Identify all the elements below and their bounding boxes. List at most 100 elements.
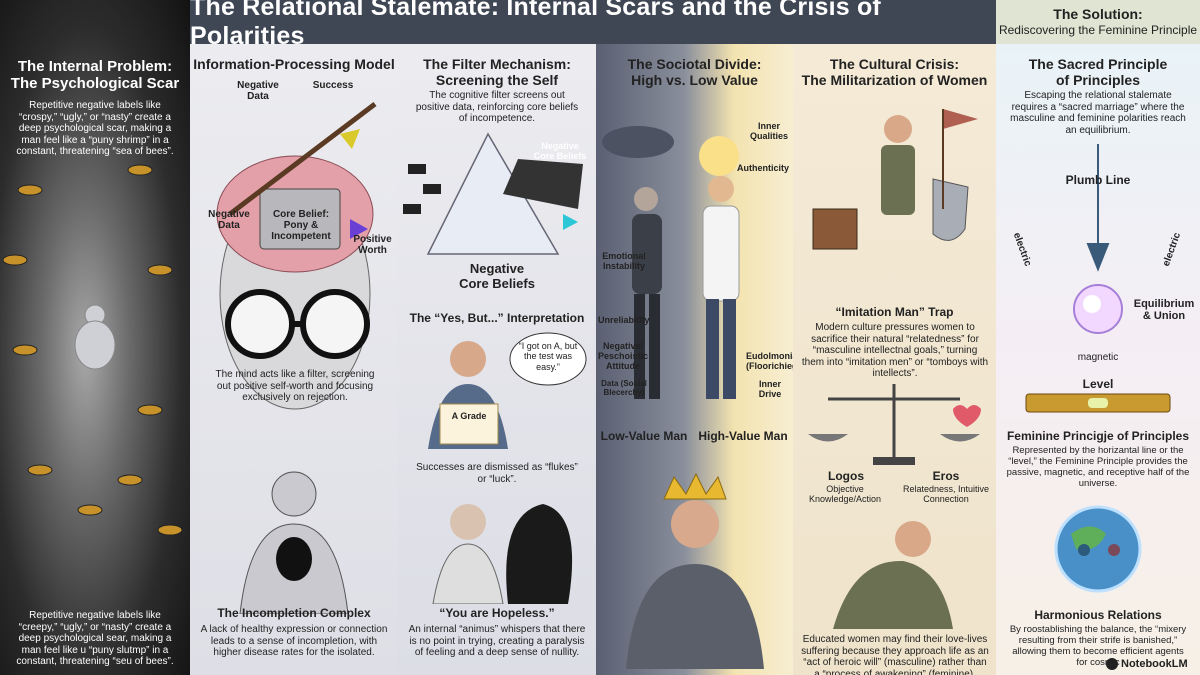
solution-header: The Solution: Rediscovering the Feminine… (996, 0, 1200, 44)
bee-icon (2, 164, 183, 536)
plumb-line-label: Plumb Line (1065, 173, 1131, 187)
low-value-man-figure (632, 187, 662, 399)
head-illustration (216, 102, 377, 410)
globe-icon (1054, 505, 1142, 593)
panel-cultural: The Cultural Crisis: The Militarization … (793, 44, 996, 675)
harmonious-text: By roostablishing the balance, the “mixe… (1009, 624, 1187, 668)
certificate-label: A Grade (451, 411, 487, 421)
info-model-title: Information-Processing Model (193, 56, 395, 72)
feminine-principle-text: Represented by the horizantal line or th… (1006, 445, 1190, 489)
info-model-mind-text: The mind acts like a filter, screening o… (215, 369, 375, 403)
distressed-woman-illustration (833, 521, 953, 629)
cultural-title-line1: The Cultural Crisis: (829, 56, 960, 72)
curled-figure-icon (74, 304, 116, 370)
feminine-principle-title: Feminine Princigje of Principles (1006, 429, 1190, 443)
high-value-man-figure (702, 176, 740, 399)
trap-text: Modern culture pressures women to sacrif… (801, 322, 989, 379)
cultural-title: The Cultural Crisis: The Militarization … (793, 56, 996, 88)
filter-title: The Filter Mechanism: Screening the Self (398, 56, 596, 88)
label-positive-worth: Positive Worth (353, 234, 392, 256)
label-negative-attitude: Negative/ Peschoistic Attitude (598, 341, 649, 371)
brand-label: NotebookLM (1121, 658, 1188, 670)
student-certificate-illustration (428, 332, 587, 449)
high-value-label: High-Value Man (698, 429, 788, 443)
internal-problem-title-line1: The Internal Problem: (17, 58, 173, 75)
sun-icon (699, 136, 739, 176)
logos-sub-label: Objective Knowledge/Action (808, 484, 882, 504)
magnetic-label: magnetic (1077, 352, 1119, 363)
label-unreliability: Unreliability (598, 315, 650, 325)
internal-problem-title: The Internal Problem: The Psychological … (0, 58, 190, 93)
eros-label: Eros (932, 469, 960, 483)
filter-bottom-label-line2: Core Beliefs (459, 275, 535, 291)
cultural-title-line2: The Militarization of Women (801, 72, 988, 89)
incompletion-title: The Incompletion Complex (217, 606, 371, 620)
notebooklm-logo-icon (1106, 658, 1118, 670)
shadow-animus-illustration (432, 504, 573, 604)
label-negative-data-2: Negative Data (208, 209, 250, 231)
eros-sub-label: Relatedness, Intuitive Connection (902, 484, 990, 504)
hopeless-text: An internal “animus” whispers that there… (408, 624, 586, 658)
plumb-line-icon (1086, 144, 1110, 272)
paintbrush-icon (228, 102, 377, 216)
divide-title: The Sociotal Divide: High vs. Low Value (596, 56, 793, 88)
crowned-man-illustration (626, 472, 764, 669)
label-inner-qualities: Inner Qualities (749, 121, 788, 141)
panel-divide: The Sociotal Divide: High vs. Low Value … (596, 44, 793, 675)
solution-header-title: The Solution: (1053, 6, 1143, 22)
prism-label: Negative Core Beliefs (533, 141, 587, 161)
label-inner-drive: Inner Drive (758, 379, 782, 399)
level-icon (1025, 393, 1171, 413)
militarized-woman-illustration (812, 109, 978, 250)
internal-problem-text-bottom: Repetitive negative labels like “creepy,… (16, 610, 174, 667)
cultural-bottom-text: Educated women may find their love-lives… (801, 634, 989, 675)
internal-problem-text-top: Repetitive negative labels like “crospy,… (16, 100, 174, 157)
notebooklm-brand: NotebookLM (1106, 658, 1188, 670)
page-header: The Relational Stalemate: Internal Scars… (190, 0, 996, 50)
filter-bottom-label: Negative Core Beliefs (398, 261, 596, 292)
scales-icon (808, 384, 981, 465)
panel-info-model: Information-Processing Model Negative Da… (190, 44, 398, 675)
solution-header-subtitle: Rediscovering the Feminine Principle (998, 23, 1198, 37)
shield-icon (932, 178, 969, 241)
filter-bottom-label-line1: Negative (469, 261, 525, 276)
yes-but-title: The “Yes, But...” Interpretation (409, 311, 585, 325)
cracked-figure-illustration (239, 471, 349, 614)
label-emotional-instability: Emotional Instability (602, 251, 646, 271)
divide-title-line1: The Sociotal Divide: (627, 56, 762, 72)
harmonious-title: Harmonious Relations (1034, 608, 1162, 622)
label-core-belief: Core Belief: Pony & Incompetent (271, 209, 331, 242)
equilibrium-label: Equilibrium & Union (1133, 298, 1195, 323)
successes-text: Successes are dismissed as “flukes” or “… (416, 462, 578, 485)
label-negative-data: Negative Data (237, 80, 279, 102)
panel-filter: The Filter Mechanism: Screening the Self… (398, 44, 596, 675)
crown-icon (663, 472, 727, 500)
trap-title: “Imitation Man” Trap (835, 305, 954, 319)
logos-label: Logos (828, 469, 864, 483)
equilibrium-illustration (1025, 144, 1171, 413)
speech-bubble-text: “I got on A, but the test was easy.” (518, 341, 578, 372)
solution-text: Escaping the relational stalemate requir… (1010, 90, 1186, 136)
filter-text: The cognitive filter screens out positiv… (415, 90, 579, 124)
glasses-icon (225, 289, 370, 359)
filter-title-line2: Screening the Self (435, 72, 559, 89)
storm-cloud-icon (602, 126, 674, 158)
prism-icon (403, 132, 583, 255)
label-authenticity: Authenticity (736, 163, 789, 173)
divide-title-line2: High vs. Low Value (631, 72, 758, 89)
panel-solution: The Sacred Principle of Principles Escap… (996, 44, 1200, 675)
solution-title-line2: of Principles (1055, 72, 1141, 89)
panel-internal-problem: The Internal Problem: The Psychological … (0, 0, 190, 675)
internal-problem-title-line2: The Psychological Scar (10, 75, 180, 93)
level-label: Level (1082, 377, 1114, 391)
label-data-social: Data (Social Blecerchy) (601, 379, 647, 397)
low-value-label: Low-Value Man (600, 429, 688, 443)
solution-title-line1: The Sacred Principle (1028, 56, 1168, 72)
solution-title: The Sacred Principle of Principles (996, 56, 1200, 88)
hopeless-title: “You are Hopeless.” (439, 606, 555, 620)
label-eudaimonia: Eudolmonia (Floorichieg) (746, 351, 793, 371)
label-success: Success (312, 80, 354, 91)
bee-swarm-illustration (2, 164, 183, 536)
filter-title-line1: The Filter Mechanism: (423, 56, 571, 72)
incompletion-text: A lack of healthy expression or connecti… (200, 624, 388, 658)
